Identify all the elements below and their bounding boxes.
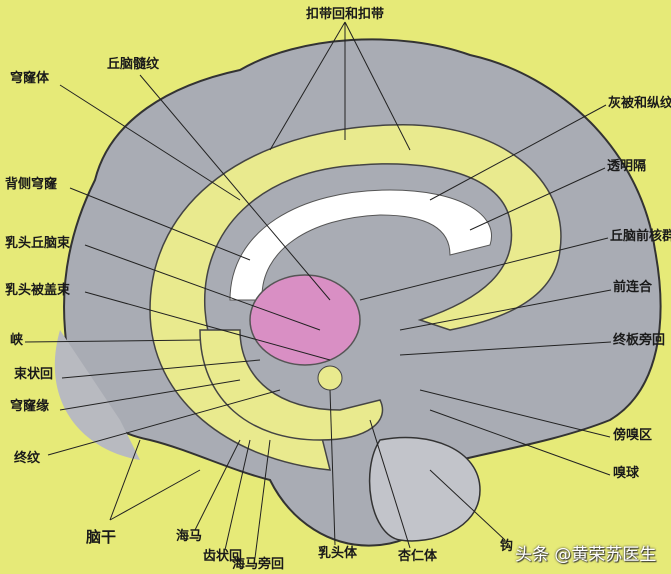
leader-lines xyxy=(24,21,612,559)
label-anterior-thalamic: 丘脑前核群 xyxy=(610,229,671,244)
label-septum: 透明隔 xyxy=(607,159,647,174)
fornix-band xyxy=(229,189,492,301)
label-parahippocampal: 海马旁回 xyxy=(232,557,285,572)
mammillary-body xyxy=(317,365,343,391)
label-indusium: 灰被和纵纹 xyxy=(608,96,671,111)
label-parolfactory: 傍嗅区 xyxy=(613,428,653,443)
watermark: 头条 @黄荣苏医生 xyxy=(515,545,657,565)
label-isthmus: 峡 xyxy=(10,333,24,348)
label-dorsal-fornix: 背侧穹窿 xyxy=(5,177,58,192)
label-paraterminal: 终板旁回 xyxy=(613,333,666,348)
label-mammillothalamic: 乳头丘脑束 xyxy=(5,236,71,251)
label-stria-medullaris: 丘脑髓纹 xyxy=(107,57,160,72)
label-mammillotegmental: 乳头被盖束 xyxy=(5,283,71,298)
label-dentate: 齿状回 xyxy=(203,549,243,564)
label-brainstem: 脑干 xyxy=(86,528,117,546)
label-olfactory-bulb: 嗅球 xyxy=(613,466,640,481)
label-fasciolar: 束状回 xyxy=(14,367,54,382)
label-fornix-fimbria: 穹窿缘 xyxy=(10,399,50,414)
label-mammillary: 乳头体 xyxy=(318,546,358,561)
label-amygdala: 杏仁体 xyxy=(398,549,438,564)
label-stria-terminalis: 终纹 xyxy=(14,451,41,466)
label-anterior-commissure: 前连合 xyxy=(613,280,653,295)
cortex-lower xyxy=(54,330,140,460)
label-uncus: 钩 xyxy=(500,539,514,554)
label-fornix-body: 穹窿体 xyxy=(10,71,50,86)
label-cingulate: 扣带回和扣带 xyxy=(306,7,385,22)
thalamus xyxy=(249,274,361,366)
temporal-lobe xyxy=(368,436,481,542)
label-hippocampus: 海马 xyxy=(176,529,203,544)
